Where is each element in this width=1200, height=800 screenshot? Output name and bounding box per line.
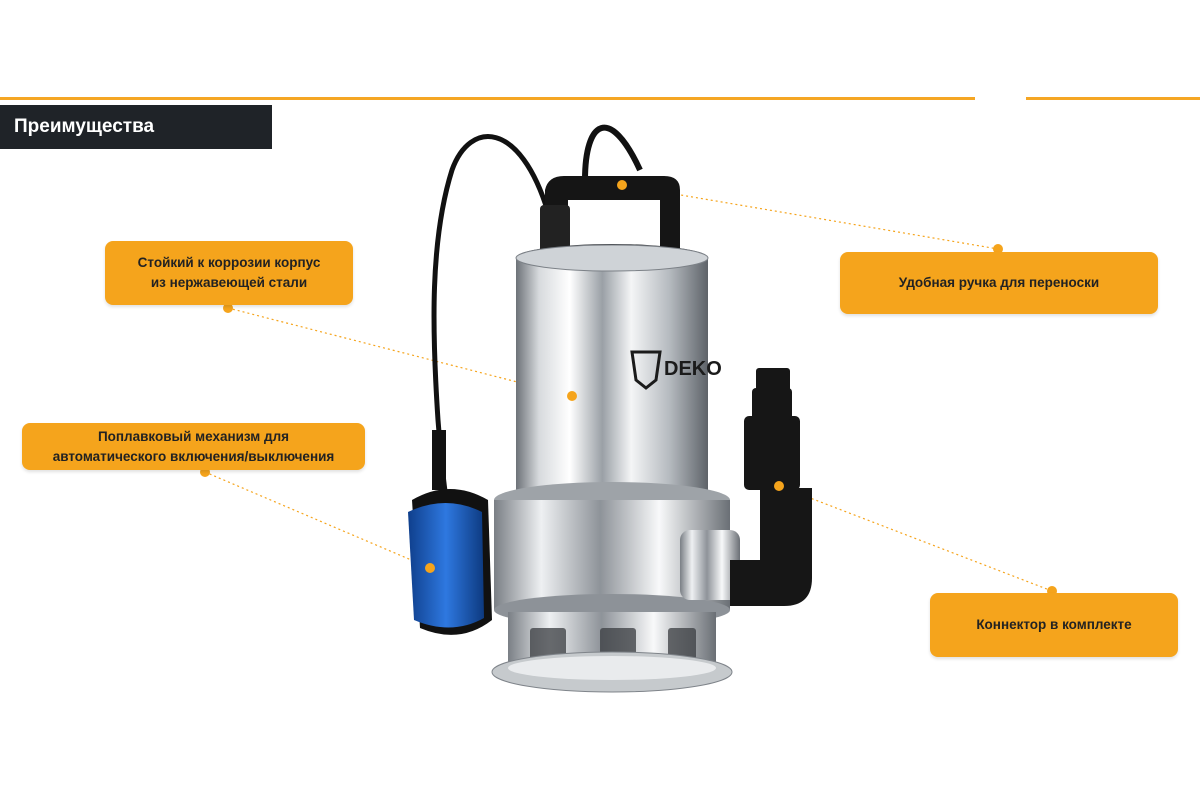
leader-connector [778,485,1053,592]
float-switch [408,489,492,635]
section-title: Преимущества [0,105,272,149]
callout-float: Поплавковый механизм для автоматического… [22,423,365,470]
callout-connector: Коннектор в комплекте [930,593,1178,657]
outlet-pipe [680,530,740,600]
callout-handle-line-1: Удобная ручка для переноски [898,275,1100,290]
top-rule-left [0,97,975,100]
callout-handle: Удобная ручка для переноски [840,252,1158,314]
callout-dots [200,180,1057,596]
brand-name: DEKO [664,358,722,380]
callout-body: Стойкий к коррозии корпус из нержавеющей… [105,241,353,305]
callout-float-line-1: Поплавковый механизм для [97,428,290,444]
callout-connector-line-1: Коннектор в комплекте [976,617,1132,632]
cable-strain-relief [432,430,446,490]
carry-handle [540,176,680,255]
callout-body-line-1: Стойкий к коррозии корпус [137,255,321,270]
callout-body-line-2: из нержавеющей стали [150,275,308,290]
brand-logo: DEKO [630,350,722,390]
power-cable [582,124,643,181]
elbow-connector [730,368,812,606]
leader-handle [621,184,999,250]
callout-float-line-2: автоматического включения/выключения [52,448,335,464]
top-rule-right [1026,97,1200,100]
leader-float [204,471,431,569]
leader-body [227,307,573,397]
leader-lines [204,184,1053,592]
